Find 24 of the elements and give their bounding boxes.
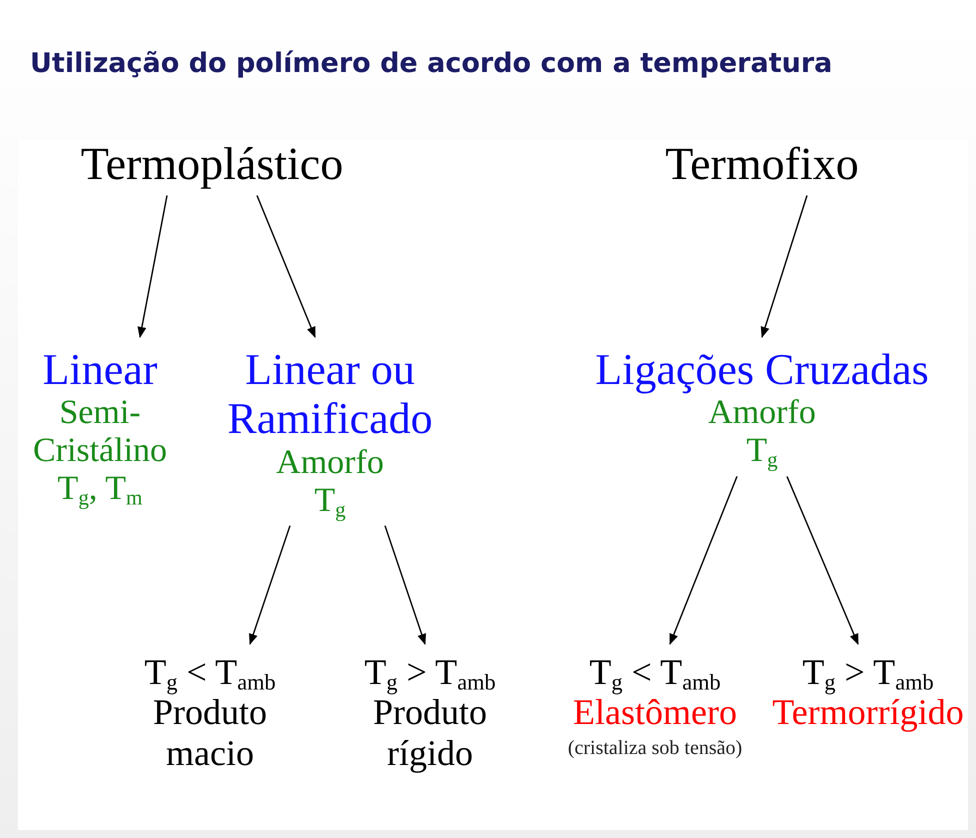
arrow [669,476,738,646]
node-text: T$_{g}$ [746,432,778,470]
node-heading: Ligações Cruzadas [595,345,929,394]
node-heading: T$_{g}$ < T$_{amb}$ [144,652,276,692]
node-heading: T$_{g}$ > T$_{amb}$ [364,652,496,692]
node-heading: Termoplástico [80,138,344,190]
node-text: Amorfo [276,444,384,482]
arrow [786,476,859,646]
node-heading: Termofixo [665,138,859,190]
node-text: T$_{g}$ [314,482,346,520]
arrow [138,195,168,338]
node-text: Amorfo [708,394,816,432]
arrow [760,195,808,338]
arrow [384,525,426,646]
node-heading: Linear ou Ramificado [226,345,434,444]
node-text: T$_{g}$, T$_{m}$ [58,470,142,508]
node-heading: Linear [42,345,158,394]
arrow [248,525,291,646]
node-heading: T$_{g}$ < T$_{amb}$ [589,652,721,692]
arrow [256,195,316,338]
title: Utilização do polímero de acordo com a temperatura [30,48,832,79]
node-text: Semi-Cristálino [32,394,168,470]
node-heading: T$_{g}$ > T$_{amb}$ [802,652,934,692]
note-text: (cristaliza sob tensão) [568,736,742,760]
